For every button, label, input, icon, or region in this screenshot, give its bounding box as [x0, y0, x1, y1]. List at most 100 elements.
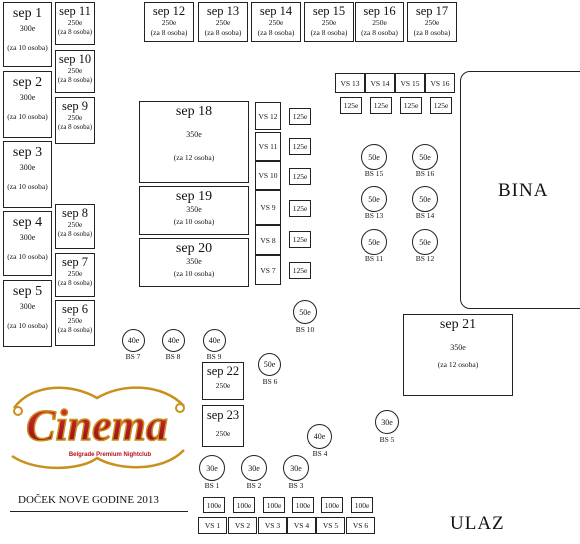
table-name: sep 4: [12, 215, 43, 230]
price-vs-3: 100e: [263, 497, 285, 513]
event-title: DOČEK NOVE GODINE 2013: [18, 494, 159, 506]
stool-bs-5[interactable]: 30e: [375, 410, 399, 434]
stool-bs-9[interactable]: 40e: [203, 329, 226, 352]
stool-bs-13[interactable]: 50e: [361, 186, 387, 212]
stool-bs-2[interactable]: 30e: [241, 455, 267, 481]
stool-bs-12[interactable]: 50e: [412, 229, 438, 255]
table-price: 250e: [67, 269, 83, 278]
table-sep-22[interactable]: sep 22 250e: [202, 362, 244, 400]
table-sep-12[interactable]: sep 12 250e (za 8 osoba): [144, 2, 194, 42]
table-capacity: (za 8 osoba): [57, 279, 93, 287]
stool-bs-7[interactable]: 40e: [122, 329, 145, 352]
stool-label: BS 4: [312, 449, 328, 458]
seat-vs-8[interactable]: VS 8: [255, 225, 281, 255]
table-name: sep 3: [12, 145, 43, 160]
logo-swirl-top: [12, 386, 185, 409]
stool-label: BS 6: [262, 377, 278, 386]
table-price: 250e: [67, 66, 83, 75]
seat-vs-12[interactable]: VS 12: [255, 102, 281, 130]
stool-bs-8[interactable]: 40e: [162, 329, 185, 352]
seat-vs-11[interactable]: VS 11: [255, 132, 281, 161]
table-price: 250e: [161, 18, 177, 27]
table-price: 250e: [67, 113, 83, 122]
seat-vs-5[interactable]: VS 5: [316, 517, 345, 534]
table-name: sep 20: [175, 241, 213, 256]
table-sep-17[interactable]: sep 17 250e (za 8 osoba): [407, 2, 457, 42]
stool-bs-14[interactable]: 50e: [412, 186, 438, 212]
stool-bs-10[interactable]: 50e: [293, 300, 317, 324]
table-capacity: (za 12 osoba): [437, 360, 479, 369]
price-vs-8: 125e: [289, 231, 311, 248]
table-sep-11[interactable]: sep 11 250e (za 8 osoba): [55, 2, 95, 45]
stool-bs-16[interactable]: 50e: [412, 144, 438, 170]
stool-bs-1[interactable]: 30e: [199, 455, 225, 481]
table-price: 250e: [372, 18, 387, 27]
table-sep-4[interactable]: sep 4 300e (za 10 osoba): [3, 211, 52, 276]
table-sep-6[interactable]: sep 6 250e (za 8 osoba): [55, 300, 95, 346]
logo-wordmark: Cinema: [26, 401, 168, 450]
table-price: 250e: [424, 18, 440, 27]
table-name: sep 19: [175, 189, 213, 204]
table-sep-21[interactable]: sep 21 350e (za 12 osoba): [403, 314, 513, 396]
table-sep-9[interactable]: sep 9 250e (za 8 osoba): [55, 97, 95, 144]
table-capacity: (za 10 osoba): [173, 217, 215, 226]
table-sep-8[interactable]: sep 8 250e (za 8 osoba): [55, 204, 95, 249]
price-vs-2: 100e: [233, 497, 255, 513]
price-vs-12: 125e: [289, 108, 311, 125]
table-sep-19[interactable]: sep 19 350e (za 10 osoba): [139, 186, 249, 235]
stool-bs-3[interactable]: 30e: [283, 455, 309, 481]
seat-vs-6[interactable]: VS 6: [346, 517, 375, 534]
stool-bs-11[interactable]: 50e: [361, 229, 387, 255]
seat-vs-9[interactable]: VS 9: [255, 190, 281, 225]
table-sep-16[interactable]: sep 16 250e (za 8 osoba): [355, 2, 404, 42]
table-name: sep 13: [206, 4, 240, 18]
stool-label: BS 1: [204, 481, 220, 490]
seat-vs-13[interactable]: VS 13: [335, 73, 365, 93]
stool-label: BS 15: [364, 169, 384, 178]
table-sep-1[interactable]: sep 1 300e (za 10 osoba): [3, 2, 52, 67]
table-sep-14[interactable]: sep 14 250e (za 8 osoba): [251, 2, 301, 42]
price-vs-7: 125e: [289, 262, 311, 279]
table-sep-18[interactable]: sep 18 350e (za 12 osoba): [139, 101, 249, 183]
table-sep-15[interactable]: sep 15 250e (za 8 osoba): [304, 2, 354, 42]
table-sep-23[interactable]: sep 23 250e: [202, 405, 244, 447]
table-capacity: (za 8 osoba): [257, 28, 295, 37]
stool-bs-15[interactable]: 50e: [361, 144, 387, 170]
stool-label: BS 2: [246, 481, 262, 490]
table-name: sep 22: [206, 364, 240, 378]
table-sep-13[interactable]: sep 13 250e (za 8 osoba): [198, 2, 248, 42]
table-name: sep 6: [61, 302, 89, 316]
table-capacity: (za 8 osoba): [361, 28, 398, 37]
table-sep-3[interactable]: sep 3 300e (za 10 osoba): [3, 141, 52, 208]
table-sep-2[interactable]: sep 2 300e (za 10 osoba): [3, 71, 52, 138]
table-price: 250e: [268, 18, 284, 27]
logo-curl-right: [175, 403, 185, 413]
table-sep-7[interactable]: sep 7 250e (za 8 osoba): [55, 253, 95, 297]
seat-vs-14[interactable]: VS 14: [365, 73, 395, 93]
seat-vs-2[interactable]: VS 2: [228, 517, 257, 534]
seat-vs-7[interactable]: VS 7: [255, 255, 281, 285]
stool-label: BS 11: [364, 254, 384, 263]
seat-vs-10[interactable]: VS 10: [255, 161, 281, 190]
table-capacity: (za 8 osoba): [413, 28, 451, 37]
table-name: sep 14: [259, 4, 293, 18]
seat-vs-15[interactable]: VS 15: [395, 73, 425, 93]
table-sep-10[interactable]: sep 10 250e (za 8 osoba): [55, 50, 95, 93]
stage-label: BINA: [498, 180, 549, 201]
stool-label: BS 13: [364, 211, 384, 220]
seat-vs-16[interactable]: VS 16: [425, 73, 455, 93]
price-vs-10: 125e: [289, 168, 311, 185]
table-sep-5[interactable]: sep 5 300e (za 10 osoba): [3, 280, 52, 347]
table-sep-20[interactable]: sep 20 350e (za 10 osoba): [139, 238, 249, 287]
seat-vs-3[interactable]: VS 3: [258, 517, 287, 534]
price-vs-11: 125e: [289, 138, 311, 155]
stool-bs-6[interactable]: 50e: [258, 353, 281, 376]
table-price: 250e: [67, 18, 83, 27]
table-capacity: (za 8 osoba): [204, 28, 242, 37]
seat-vs-4[interactable]: VS 4: [287, 517, 316, 534]
stool-bs-4[interactable]: 40e: [307, 424, 332, 449]
price-vs-6: 100e: [351, 497, 373, 513]
seat-vs-1[interactable]: VS 1: [198, 517, 227, 534]
price-vs-4: 100e: [292, 497, 314, 513]
event-underline: [10, 511, 188, 512]
